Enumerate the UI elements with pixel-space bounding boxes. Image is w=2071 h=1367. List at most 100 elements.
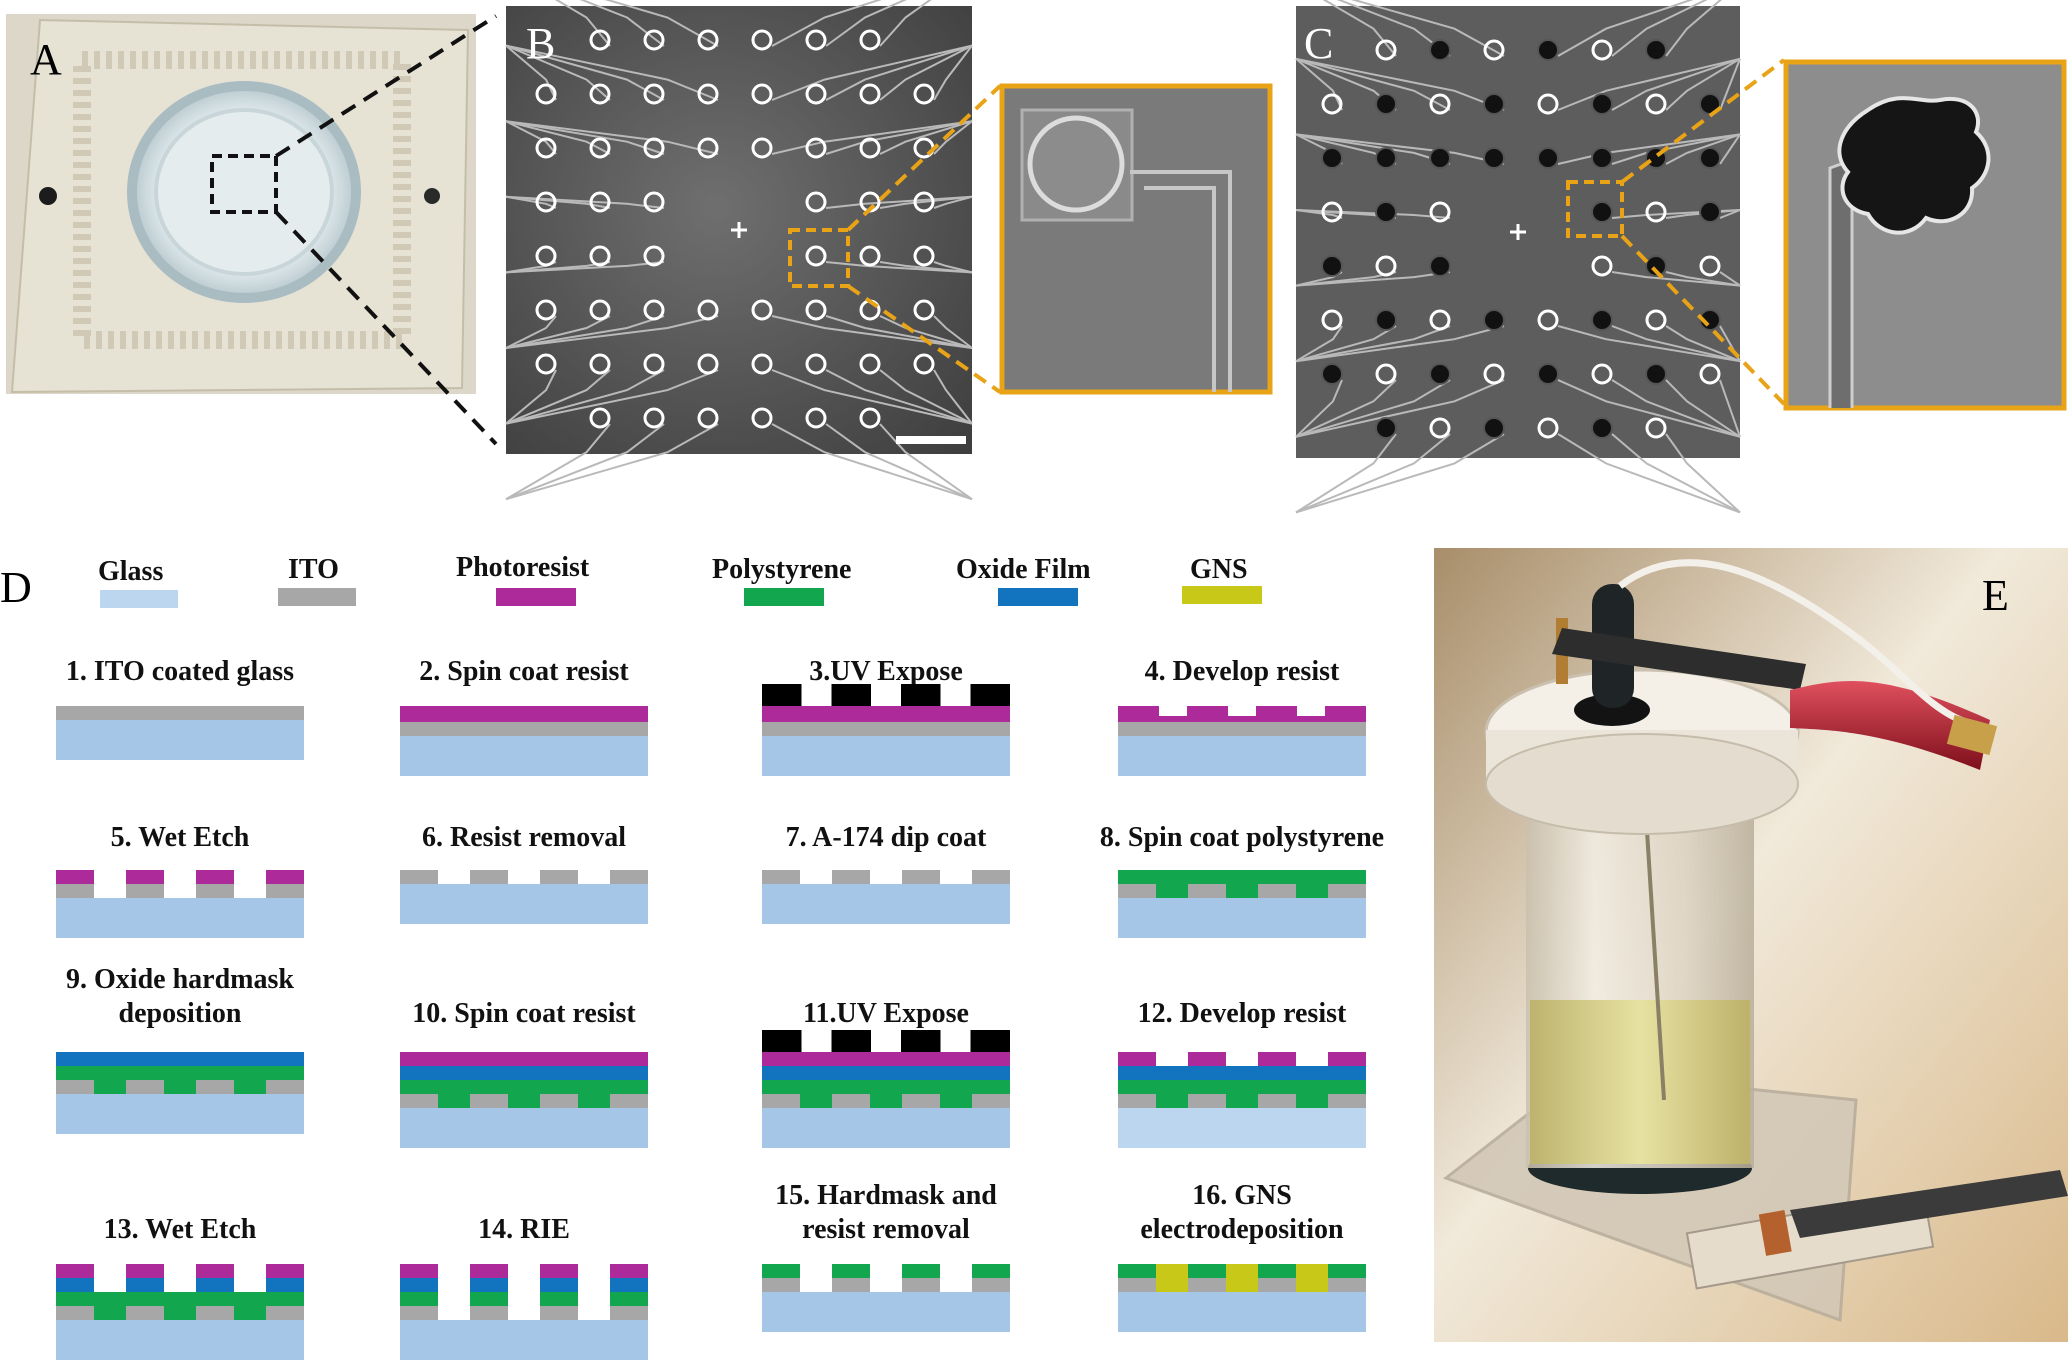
gns-deposit — [1429, 255, 1451, 277]
ito-segment — [540, 1306, 578, 1320]
electrode-trace — [1295, 379, 1343, 438]
gns-deposit — [1699, 309, 1721, 331]
electrode-trace — [505, 315, 719, 349]
glass-substrate — [56, 720, 304, 760]
polystyrene-segment — [972, 1264, 1010, 1278]
electrode — [589, 353, 611, 375]
electrode-trace — [933, 120, 973, 155]
legend-polystyrene: Polystyrene — [712, 554, 851, 606]
ito-segment — [1258, 1278, 1296, 1292]
photoresist-layer — [400, 1052, 648, 1066]
electrode-trace — [1665, 271, 1741, 287]
glass-substrate — [56, 1320, 304, 1360]
electrode — [751, 29, 773, 51]
ito-segment — [470, 1094, 508, 1108]
legend-swatch-glass — [100, 590, 178, 608]
electrode-trace — [825, 0, 907, 47]
ito-segment — [610, 1094, 648, 1108]
electrode — [697, 299, 719, 321]
photoresist-segment — [266, 1264, 304, 1278]
electrode — [697, 29, 719, 51]
electrode-trace — [771, 0, 883, 47]
polystyrene-fill — [940, 1094, 972, 1108]
electrode-trace — [505, 369, 665, 425]
polystyrene-layer — [56, 1066, 304, 1080]
gns-deposit — [1591, 417, 1613, 439]
electrode-trace — [1295, 379, 1505, 438]
step-stack-8 — [1118, 870, 1366, 938]
polystyrene-fill — [164, 1080, 196, 1094]
step-2: 2. Spin coat resist — [419, 656, 629, 687]
panel-letter-d: D — [0, 563, 32, 612]
polystyrene-fill — [234, 1080, 266, 1094]
electrode-trace — [505, 315, 557, 349]
polystyrene-fill — [164, 1306, 196, 1320]
polystyrene-layer — [762, 1080, 1010, 1094]
electrode — [1537, 417, 1559, 439]
step-11: 11.UV Expose — [803, 998, 969, 1029]
gns-deposit — [1321, 147, 1343, 169]
photoresist-segment — [56, 1264, 94, 1278]
zoom-box-c — [1566, 180, 1624, 238]
step-label: 13. Wet Etch — [104, 1214, 257, 1245]
legend-swatch-ito — [278, 588, 356, 606]
legend-glass: Glass — [98, 556, 178, 608]
legend-label-polystyrene: Polystyrene — [712, 554, 851, 585]
copper-tape — [1758, 1209, 1792, 1256]
electrode-trace — [879, 195, 973, 209]
electrode — [805, 299, 827, 321]
electrode — [805, 83, 827, 105]
glass-substrate — [400, 736, 648, 776]
ito-segment — [972, 1094, 1010, 1108]
gns-deposit — [1645, 255, 1667, 277]
electrode-trace — [1611, 325, 1741, 363]
glass-substrate — [762, 736, 1010, 776]
electrode — [1591, 363, 1613, 385]
ito-segment — [902, 1278, 940, 1292]
electrode-trace — [771, 44, 973, 101]
step-7: 7. A-174 dip coat — [786, 822, 987, 853]
inset-b — [999, 83, 1273, 395]
gns-deposit — [1375, 417, 1397, 439]
polystyrene-fill — [508, 1094, 540, 1108]
step-label: 1. ITO coated glass — [66, 656, 294, 687]
step-4: 4. Develop resist — [1145, 656, 1340, 687]
inset-b-trace — [1130, 170, 1232, 392]
electrode-trace — [1295, 325, 1343, 363]
legend-label-gns: GNS — [1190, 554, 1248, 585]
step-stack-10 — [400, 1052, 648, 1148]
electrode — [1591, 39, 1613, 61]
polystyrene-fill — [1226, 884, 1258, 898]
electrode-trace — [1295, 325, 1451, 363]
gns-deposit — [1375, 201, 1397, 223]
oxide-segment — [56, 1278, 94, 1292]
gns-deposit — [1699, 201, 1721, 223]
electrode-trace — [1295, 433, 1451, 514]
ito-segment — [196, 884, 234, 898]
electrode-trace — [771, 315, 973, 349]
photoresist-layer — [762, 706, 1010, 722]
electrode — [1537, 93, 1559, 115]
electrode-trace — [505, 120, 665, 155]
photoresist-segment — [1118, 1052, 1156, 1066]
oxide-segment — [610, 1278, 648, 1292]
legend-swatch-oxide-film — [998, 588, 1078, 606]
electrode — [535, 353, 557, 375]
photoresist-segment — [610, 1264, 648, 1278]
gns-deposit — [1429, 147, 1451, 169]
polystyrene-fill — [1296, 884, 1328, 898]
panel-c: C — [1295, 0, 1741, 514]
gns-deposit — [1591, 309, 1613, 331]
glass-substrate — [56, 1094, 304, 1134]
clip-top — [1552, 628, 1806, 690]
ito-segment — [1188, 1278, 1226, 1292]
electrode — [913, 83, 935, 105]
electrode — [1699, 363, 1721, 385]
polystyrene-segment — [400, 1292, 438, 1306]
mounting-screw-right — [424, 188, 440, 204]
step-stack-12 — [1118, 1052, 1366, 1148]
electrode-trace — [879, 369, 973, 425]
